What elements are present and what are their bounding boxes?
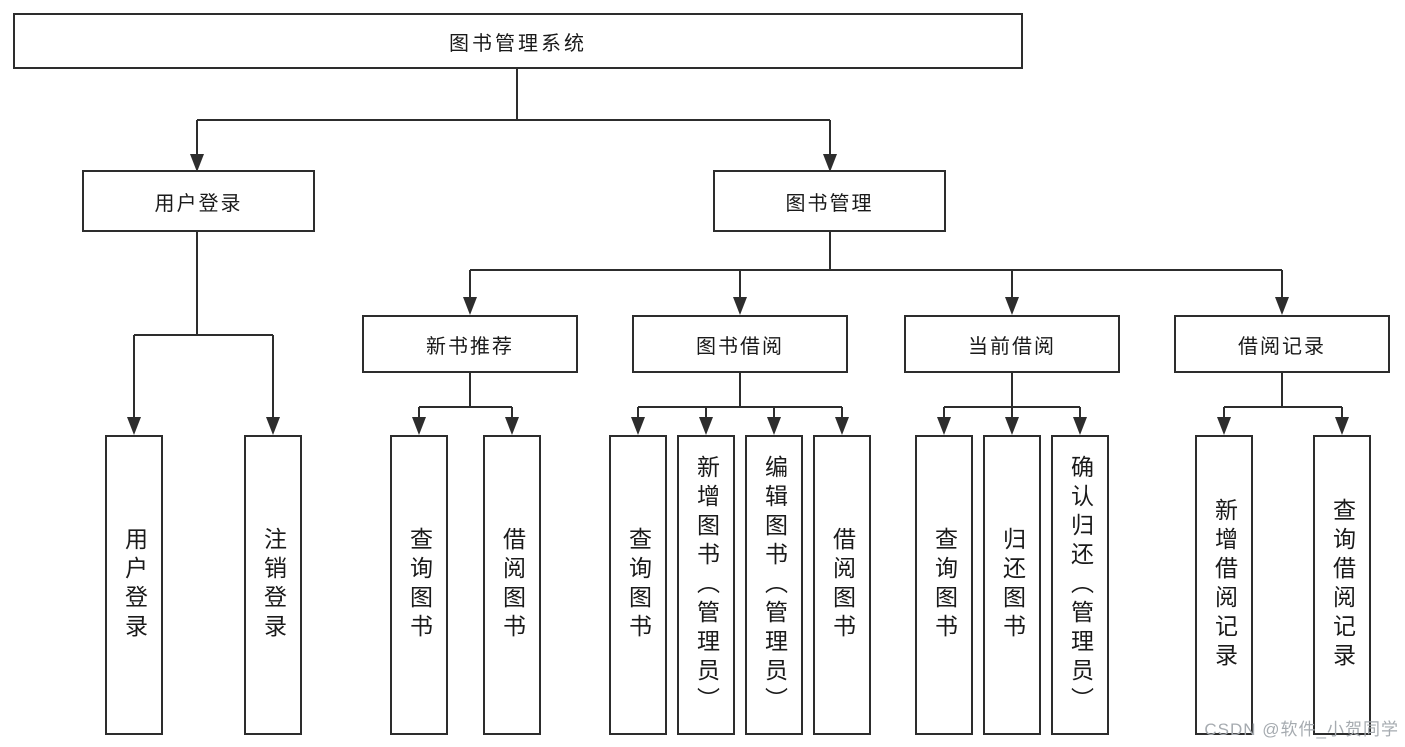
node-leaf-logout: 注销登录 (244, 435, 302, 735)
node-borrow-records: 借阅记录 (1174, 315, 1390, 373)
node-leaf-bb-borrow-book: 借阅图书 (813, 435, 871, 735)
watermark: CSDN @软件_小贺同学 (1204, 720, 1399, 739)
connector-root-to-level2 (196, 69, 831, 155)
connector-book-mgmt-children (469, 232, 1283, 298)
connector-book-borrow-children (637, 373, 843, 418)
node-current-borrow: 当前借阅 (904, 315, 1120, 373)
node-leaf-br-query-record: 查询借阅记录 (1313, 435, 1371, 735)
node-leaf-rec-query-book: 查询图书 (390, 435, 448, 735)
node-root: 图书管理系统 (13, 13, 1023, 69)
node-leaf-bb-add-book: 新增图书（管理员） (677, 435, 735, 735)
node-book-borrow: 图书借阅 (632, 315, 848, 373)
node-leaf-bb-edit-book: 编辑图书（管理员） (745, 435, 803, 735)
node-leaf-cb-confirm-return: 确认归还（管理员） (1051, 435, 1109, 735)
connector-current-borrow-children (943, 373, 1081, 418)
node-leaf-rec-borrow-book: 借阅图书 (483, 435, 541, 735)
connector-borrow-records-children (1223, 373, 1343, 418)
node-leaf-cb-query-book: 查询图书 (915, 435, 973, 735)
node-new-book-rec: 新书推荐 (362, 315, 578, 373)
node-user-login: 用户登录 (82, 170, 315, 232)
node-book-mgmt: 图书管理 (713, 170, 946, 232)
node-leaf-user-login: 用户登录 (105, 435, 163, 735)
node-leaf-cb-return-book: 归还图书 (983, 435, 1041, 735)
connector-new-book-rec-children (418, 373, 513, 418)
connector-user-login-children (133, 232, 274, 418)
node-leaf-br-add-record: 新增借阅记录 (1195, 435, 1253, 735)
node-leaf-bb-query-book: 查询图书 (609, 435, 667, 735)
